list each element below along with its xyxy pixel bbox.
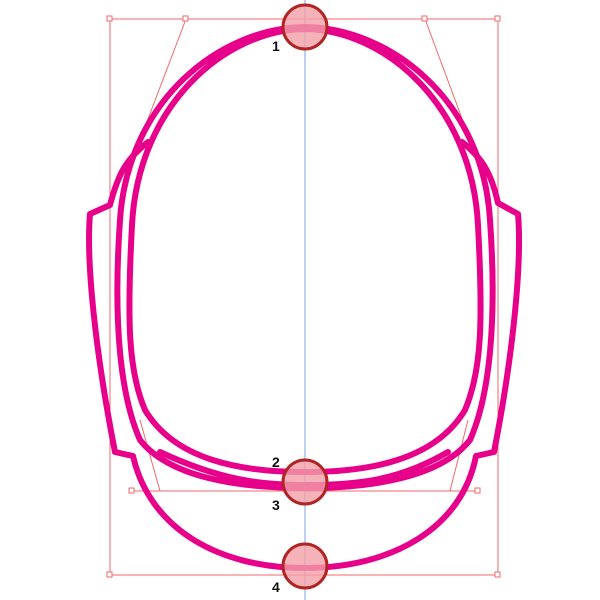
handle-point[interactable] [128, 487, 135, 494]
anchor-marker-1[interactable] [281, 3, 329, 51]
handle-point[interactable] [106, 571, 113, 578]
guide-handles [106, 15, 501, 578]
marker-label-3: 3 [272, 497, 280, 513]
handle-point[interactable] [474, 487, 481, 494]
marker-labels: 1 2 3 4 [272, 38, 280, 595]
marker-label-2: 2 [272, 454, 280, 470]
handle-point[interactable] [494, 15, 501, 22]
handle-point[interactable] [494, 571, 501, 578]
anchor-markers [281, 3, 329, 590]
marker-label-4: 4 [272, 579, 280, 595]
handle-point[interactable] [182, 15, 189, 22]
anchor-marker-4[interactable] [281, 542, 329, 590]
handle-line-lower-left [139, 419, 161, 492]
handle-line-lower-right [449, 419, 469, 492]
marker-label-1: 1 [272, 38, 280, 54]
anchor-marker-2-3[interactable] [281, 458, 329, 506]
handle-point[interactable] [106, 15, 113, 22]
handle-point[interactable] [421, 15, 428, 22]
